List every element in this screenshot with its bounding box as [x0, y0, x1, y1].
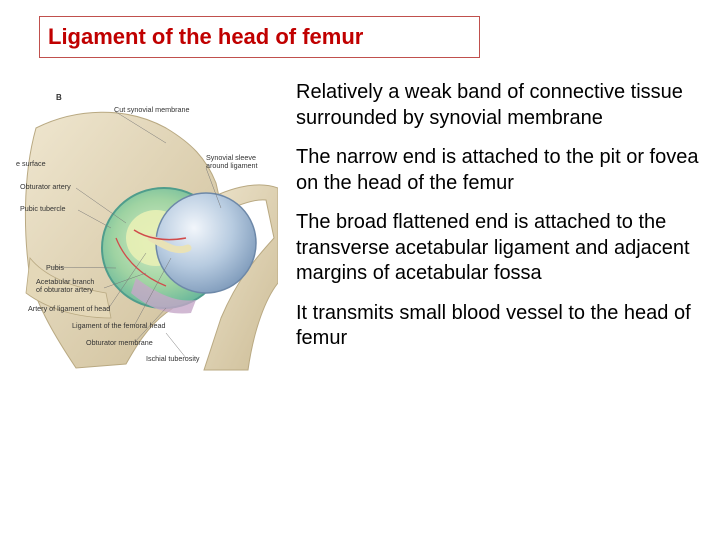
- bullet-item: It transmits small blood vessel to the h…: [296, 301, 691, 350]
- femur-neck: [190, 184, 278, 371]
- label-ischial-tuberosity: Ischial tuberosity: [146, 354, 200, 363]
- label-synovial-sleeve-1: Synovial sleeve: [206, 153, 256, 162]
- figure-letter: B: [56, 93, 62, 102]
- label-cut-synovial: Cut synovial membrane: [114, 105, 190, 114]
- bullet-list: Relatively a weak band of connective tis…: [296, 80, 701, 366]
- pubic-ramus: [25, 257, 112, 319]
- label-pubis: Pubis: [46, 263, 64, 272]
- hip-joint-illustration: B Cut synovial membrane Synovial sleeve …: [16, 88, 278, 376]
- bullet-item: The broad flattened end is attached to t…: [296, 211, 690, 284]
- leader-lines: [51, 111, 222, 359]
- obturator-artery-line: [115, 237, 167, 287]
- label-acetabular-branch-2: of obturator artery: [36, 285, 94, 294]
- label-surface: e surface: [16, 159, 46, 168]
- slide-title-box: Ligament of the head of femur: [39, 16, 480, 58]
- label-synovial-sleeve-2: around ligament: [206, 161, 258, 170]
- label-acetabular-branch-1: Acetabular branch: [36, 277, 94, 286]
- obturator-membrane-shape: [131, 278, 196, 314]
- artery-of-ligament: [133, 229, 187, 241]
- femoral-head: [155, 192, 257, 294]
- label-obturator-artery: Obturator artery: [20, 182, 71, 191]
- label-obturator-membrane: Obturator membrane: [86, 338, 153, 347]
- slide-title: Ligament of the head of femur: [48, 24, 364, 49]
- bullet-item: The narrow end is attached to the pit or…: [296, 146, 699, 194]
- bullet-item: Relatively a weak band of connective tis…: [296, 81, 683, 129]
- label-ligament-femoral-head: Ligament of the femoral head: [72, 321, 166, 330]
- label-pubic-tubercle: Pubic tubercle: [20, 204, 66, 213]
- ligament-of-head: [147, 234, 192, 254]
- label-artery-head: Artery of ligament of head: [28, 304, 110, 313]
